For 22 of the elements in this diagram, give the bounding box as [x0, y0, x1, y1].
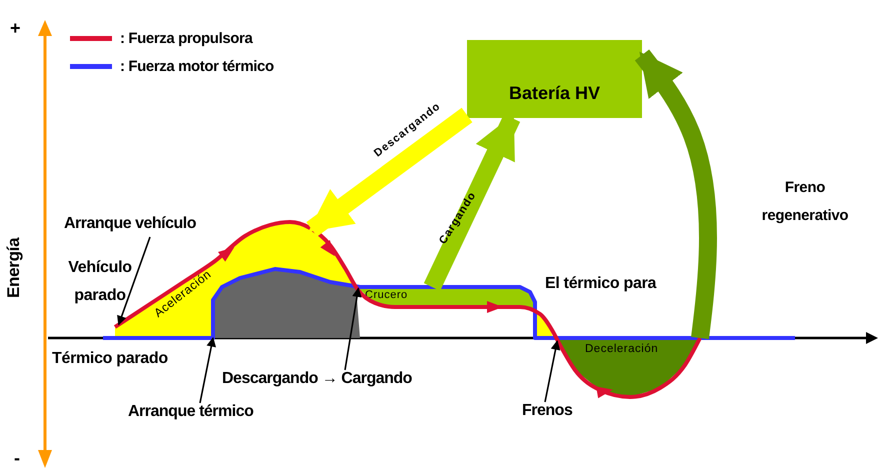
state-label: Vehículo parado	[67, 258, 133, 306]
leader-line	[199, 337, 216, 404]
legend-text: : Fuerza motor térmico	[120, 58, 274, 75]
phase-label: Crucero	[365, 289, 408, 301]
energy-flow-arrow	[306, 108, 472, 237]
axis-title: Energía	[4, 238, 24, 298]
leader-line	[117, 236, 151, 326]
state-label: El térmico para	[545, 275, 656, 293]
energy-flow-arrow	[634, 50, 717, 340]
axis-end-label: -	[14, 448, 20, 469]
callout-text: Arranque vehículo	[64, 215, 244, 237]
callout-text: Frenos	[522, 402, 584, 424]
callout-text: Arranque térmico	[128, 403, 283, 425]
state-label: Térmico parado	[52, 350, 168, 368]
legend-text: : Fuerza propulsora	[120, 30, 252, 47]
leader-line	[544, 340, 560, 402]
leader-line	[344, 287, 362, 370]
phase-label: Deceleración	[585, 343, 658, 355]
edge-label: Freno regenerativo	[760, 178, 850, 226]
battery-box: Batería HV	[467, 40, 642, 118]
axis-end-label: +	[10, 18, 20, 39]
callout-text: Descargando → Cargando	[222, 370, 472, 392]
